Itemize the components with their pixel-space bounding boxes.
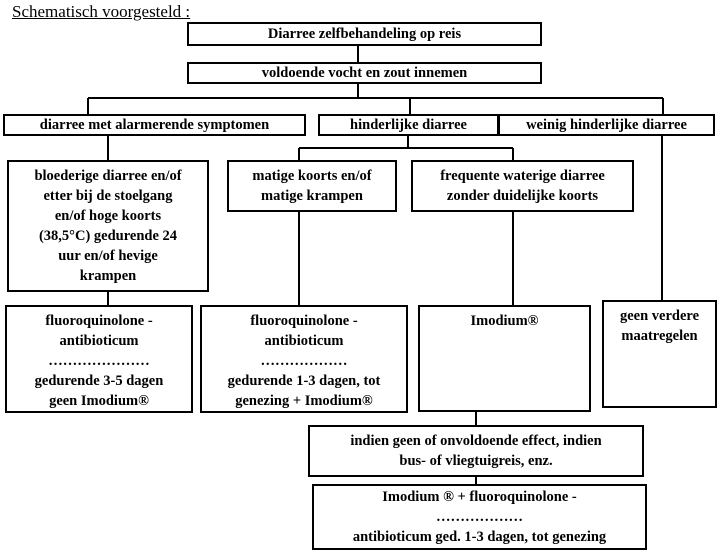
box-no-measures: geen verdere maatregelen	[602, 300, 717, 408]
box-fluids: voldoende vocht en zout innemen	[187, 62, 542, 84]
box-mild: weinig hinderlijke diarree	[498, 114, 715, 136]
box-text-line: voldoende vocht en zout innemen	[261, 65, 468, 81]
box-text-line: ………………	[260, 353, 348, 369]
box-text-line: genezing + Imodium®	[235, 393, 373, 409]
diagram-heading: Schematisch voorgesteld :	[12, 2, 191, 21]
box-text-line: Diarree zelfbehandeling op reis	[267, 26, 462, 42]
box-imodium: Imodium®	[418, 305, 591, 412]
box-text-line: …………………	[48, 353, 150, 369]
box-text-line: geen Imodium®	[49, 393, 149, 409]
box-text-line: matige krampen	[261, 188, 363, 204]
box-text-line: uur en/of hevige	[58, 248, 158, 264]
box-text-line: etter bij de stoelgang	[43, 188, 173, 204]
box-watery: frequente waterige diarree zonder duideli…	[411, 160, 634, 212]
box-bothersome: hinderlijke diarree	[318, 114, 499, 136]
box-text-line: antibioticum ged. 1-3 dagen, tot genezin…	[352, 529, 607, 545]
box-text-line: bus- of vliegtuigreis, enz.	[399, 453, 553, 469]
box-moderate-fever: matige koorts en/of matige krampen	[227, 160, 397, 212]
box-if-no-effect: indien geen of onvoldoende effect, indie…	[308, 425, 644, 477]
box-combo: Imodium ® + fluoroquinolone - ……………… antib…	[312, 484, 647, 550]
box-text-line: geen verdere	[619, 308, 700, 324]
box-title: Diarree zelfbehandeling op reis	[187, 22, 542, 46]
box-text-line: gedurende 3-5 dagen	[34, 373, 164, 389]
box-text-line: Imodium®	[470, 313, 539, 329]
box-treat-alarm: fluoroquinolone - antibioticum ………………… gedu…	[5, 305, 193, 413]
box-text-line: (38,5°C) gedurende 24	[38, 228, 178, 244]
box-text-line: weinig hinderlijke diarree	[526, 117, 687, 133]
box-text-line: krampen	[79, 268, 137, 284]
box-treat-moderate: fluoroquinolone - antibioticum ……………… gedur…	[200, 305, 408, 413]
box-text-line: bloederige diarree en/of	[34, 168, 182, 184]
box-text-line: gedurende 1-3 dagen, tot	[227, 373, 381, 389]
box-text-line: fluoroquinolone -	[45, 313, 153, 329]
box-text-line: diarree met alarmerende symptomen	[39, 117, 270, 133]
box-text-line: antibioticum	[59, 333, 139, 349]
box-text-line: fluoroquinolone -	[250, 313, 358, 329]
box-text-line: zonder duidelijke koorts	[446, 188, 599, 204]
box-text-line: matige koorts en/of	[252, 168, 372, 184]
box-alarm: diarree met alarmerende symptomen	[3, 114, 306, 136]
box-text-line: indien geen of onvoldoende effect, indie…	[350, 433, 602, 449]
box-text-line: ………………	[436, 509, 523, 525]
box-text-line: en/of hoge koorts	[54, 208, 162, 224]
box-text-line: Imodium ® + fluoroquinolone -	[382, 489, 577, 505]
box-alarm-symptoms: bloederige diarree en/of etter bij de sto…	[7, 160, 209, 292]
box-text-line: frequente waterige diarree	[440, 168, 605, 184]
box-text-line: maatregelen	[621, 328, 698, 344]
box-text-line: antibioticum	[264, 333, 344, 349]
box-text-line: hinderlijke diarree	[350, 117, 467, 133]
